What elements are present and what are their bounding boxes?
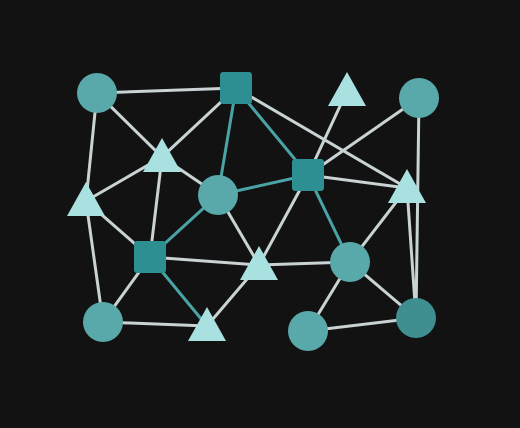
- triangle-node-t3: [388, 169, 426, 203]
- circle-node-c3: [198, 175, 238, 215]
- triangle-node-t6: [188, 307, 226, 341]
- edge-c2-s2: [306, 96, 421, 177]
- square-node-s2: [292, 159, 324, 191]
- square-node-s3: [134, 241, 166, 273]
- circle-node-c5: [83, 302, 123, 342]
- edge-t3-c7: [405, 186, 418, 320]
- edge-t2-s3: [148, 155, 164, 259]
- edge-s2-t3: [306, 173, 409, 190]
- circle-node-c4: [330, 242, 370, 282]
- edges-layer: [84, 86, 421, 333]
- circle-node-c6: [288, 311, 328, 351]
- edge-c2-c7: [414, 96, 421, 320]
- circle-node-c2: [399, 78, 439, 118]
- nodes-layer: [67, 72, 439, 351]
- circle-node-c1: [77, 73, 117, 113]
- triangle-node-t2: [143, 138, 181, 172]
- triangle-node-t1: [328, 72, 366, 106]
- triangle-node-t5: [240, 246, 278, 280]
- edge-s1-t3: [234, 86, 409, 190]
- edge-s3-t5: [148, 255, 261, 267]
- square-node-s1: [220, 72, 252, 104]
- circle-node-c7: [396, 298, 436, 338]
- edge-t4-c5: [84, 199, 105, 324]
- triangle-node-t4: [67, 182, 105, 216]
- edge-c1-s1: [95, 86, 238, 95]
